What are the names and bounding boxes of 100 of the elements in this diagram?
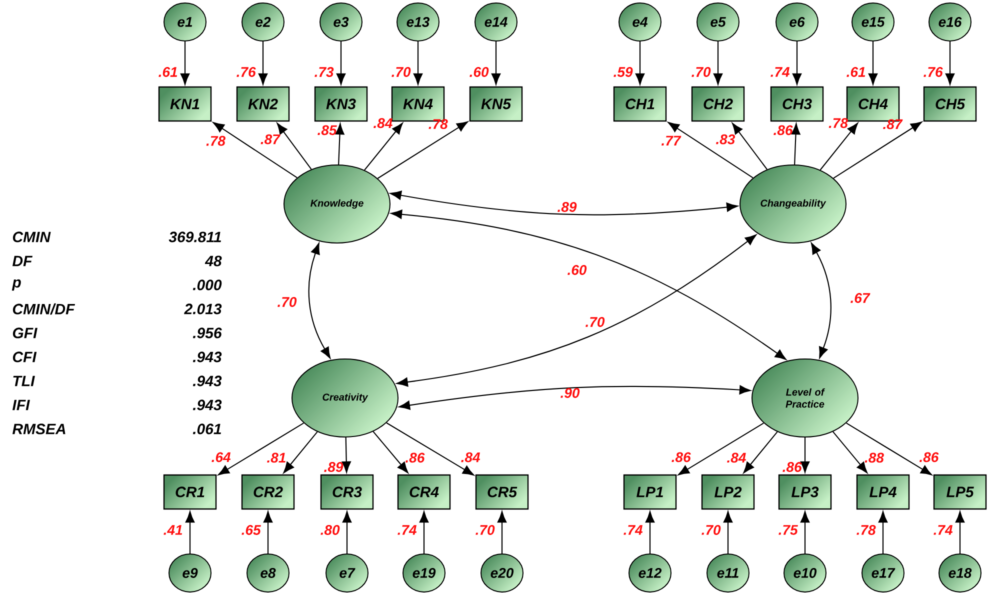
arrow [810, 242, 832, 358]
edge-label: .60 [568, 265, 587, 275]
value-label: .61 [158, 67, 178, 77]
edge-label: .78 [206, 136, 226, 146]
indicator-box: LP2 [701, 474, 755, 510]
arrow [723, 511, 733, 554]
fit-statistic-name: CFI [12, 352, 37, 362]
value-label: .59 [614, 67, 633, 77]
indicator-box: KN5 [469, 86, 523, 122]
edge-label: .77 [662, 136, 682, 146]
arrow [276, 122, 312, 170]
edge-label: .67 [850, 293, 870, 303]
edge-label: .86 [672, 452, 691, 462]
edge-label: .86 [406, 452, 425, 463]
edge-label: .64 [212, 452, 231, 462]
indicator-box: CR3 [320, 474, 374, 510]
arrow [218, 422, 304, 476]
edge-label: .89 [324, 462, 344, 472]
indicator-box: LP1 [623, 474, 677, 510]
indicator-box: CR5 [475, 474, 529, 510]
fit-statistic-value: .000 [192, 280, 222, 290]
arrow [713, 42, 723, 85]
fit-statistic-name: IFI [12, 400, 30, 410]
edge-label: .84 [374, 118, 392, 128]
edge-label: .87 [883, 119, 903, 130]
arrow [868, 42, 878, 85]
value-label: .61 [846, 67, 866, 77]
arrow [955, 511, 965, 554]
arrow [878, 511, 888, 554]
fit-statistic-name: TLI [13, 376, 35, 386]
arrow [263, 511, 273, 554]
value-label: .80 [320, 525, 340, 535]
edge-label: .86 [920, 452, 939, 462]
edge-label: .78 [428, 119, 448, 130]
arrow [413, 42, 423, 85]
indicator-box: LP3 [778, 474, 832, 510]
value-label: .78 [856, 525, 876, 535]
value-label: .73 [314, 67, 334, 77]
arrow [390, 210, 786, 360]
fit-statistic-name: p [12, 279, 21, 291]
indicator-box: KN2 [236, 86, 290, 122]
edge-label: .89 [558, 202, 577, 212]
arrow [180, 42, 190, 85]
arrow [497, 511, 507, 554]
arrow [635, 42, 645, 85]
arrow [377, 121, 468, 179]
arrow [390, 190, 738, 216]
indicator-box: CR1 [163, 474, 217, 510]
edge-label: .83 [716, 134, 736, 144]
edge-label: .84 [461, 452, 480, 462]
edge-label: .81 [267, 452, 286, 463]
indicator-box: LP5 [933, 474, 987, 510]
fit-statistic-value: 369.811 [168, 232, 221, 242]
arrow [820, 122, 858, 170]
fit-statistic-value: .943 [192, 400, 222, 410]
fit-statistic-value: 2.013 [184, 304, 222, 314]
indicator-box: CH3 [770, 86, 824, 122]
edge-label: .86 [774, 125, 793, 136]
indicator-box: LP4 [856, 474, 910, 510]
arrow [419, 511, 429, 554]
indicator-box: KN3 [314, 86, 368, 122]
edge-label: .85 [318, 125, 337, 136]
value-label: .41 [164, 525, 182, 535]
fit-statistic-value: .956 [192, 328, 222, 338]
arrow [364, 122, 403, 170]
arrow [386, 422, 474, 476]
arrow [342, 437, 351, 473]
arrow [846, 422, 932, 476]
arrow [645, 511, 655, 554]
edge-label: .84 [727, 452, 746, 463]
edge-label: .78 [828, 118, 848, 128]
indicator-box: CR4 [397, 474, 451, 510]
value-label: .76 [924, 67, 943, 77]
value-label: .74 [624, 525, 643, 535]
value-label: .70 [392, 67, 411, 77]
fit-statistic-name: CMIN [12, 232, 51, 242]
edge-label: .87 [260, 134, 280, 144]
arrow [308, 242, 331, 358]
indicator-box: CH1 [613, 86, 667, 122]
edge-label: .90 [560, 388, 580, 398]
arrow [258, 42, 268, 85]
arrow [791, 123, 800, 165]
arrow [945, 42, 955, 85]
edge-label: .86 [782, 462, 802, 472]
value-label: .76 [236, 67, 256, 77]
arrow [396, 234, 756, 387]
value-label: .74 [770, 67, 790, 77]
arrow [398, 385, 751, 410]
fit-statistic-name: GFI [12, 328, 38, 338]
value-label: .70 [702, 525, 721, 535]
fit-statistic-name: RMSEA [12, 424, 66, 434]
arrow [212, 122, 298, 178]
arrow [185, 511, 195, 554]
arrow [668, 122, 754, 178]
indicator-box: KN1 [158, 86, 212, 122]
arrow [833, 122, 922, 179]
arrow [743, 431, 778, 474]
arrow [283, 431, 318, 474]
fit-statistic-value: .943 [192, 352, 222, 362]
edge-label: .70 [586, 317, 605, 327]
